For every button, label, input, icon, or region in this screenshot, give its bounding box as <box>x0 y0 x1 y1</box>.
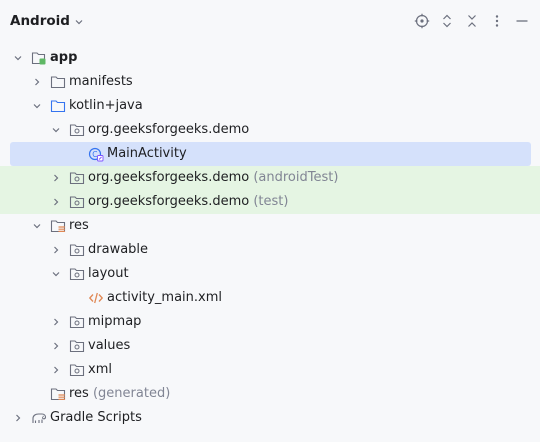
chevron-down-icon[interactable] <box>31 220 43 232</box>
chevron-right-icon[interactable] <box>50 196 62 208</box>
more-options-button[interactable] <box>484 9 509 33</box>
more-options-icon <box>495 15 498 27</box>
package-icon <box>69 122 85 138</box>
tree-node-activity-main-xml[interactable]: activity_main.xml <box>0 286 540 310</box>
chevron-right-icon[interactable] <box>50 316 62 328</box>
view-selector[interactable]: Android <box>10 13 84 29</box>
tree-node-label: MainActivity <box>107 146 187 161</box>
collapse-all-button[interactable] <box>459 9 484 33</box>
expand-all-button[interactable] <box>434 9 459 33</box>
module-folder-icon <box>31 50 47 66</box>
tree-node-res-generated[interactable]: res (generated) <box>0 382 540 406</box>
tree-node-package-main[interactable]: org.geeksforgeeks.demo <box>0 118 540 142</box>
package-icon <box>69 242 85 258</box>
package-name: org.geeksforgeeks.demo <box>88 170 250 185</box>
package-icon <box>69 170 85 186</box>
hide-icon <box>516 20 527 22</box>
tree-node-res[interactable]: res <box>0 214 540 238</box>
chevron-right-icon[interactable] <box>50 244 62 256</box>
source-set-suffix: (test) <box>253 194 289 209</box>
chevron-down-icon[interactable] <box>12 52 24 64</box>
package-icon <box>69 314 85 330</box>
tree-node-main-activity[interactable]: C MainActivity <box>10 142 531 166</box>
folder-name: res <box>69 386 89 401</box>
tree-node-mipmap[interactable]: mipmap <box>0 310 540 334</box>
gradle-elephant-icon <box>31 410 47 426</box>
view-selector-label: Android <box>10 13 70 29</box>
tree-node-label: res (generated) <box>69 386 170 402</box>
project-tree: app manifests kotlin+java org.g <box>0 46 540 430</box>
chevron-right-icon[interactable] <box>31 76 43 88</box>
resources-folder-icon <box>50 218 66 234</box>
tree-node-label: values <box>88 338 131 353</box>
hide-panel-button[interactable] <box>509 9 534 33</box>
tree-node-label: manifests <box>69 74 133 89</box>
package-icon <box>69 338 85 354</box>
package-icon <box>69 194 85 210</box>
collapse-all-icon <box>467 15 476 27</box>
source-folder-icon <box>50 98 66 114</box>
source-set-suffix: (androidTest) <box>253 170 339 185</box>
tree-node-layout[interactable]: layout <box>0 262 540 286</box>
folder-icon <box>50 74 66 90</box>
package-icon <box>69 362 85 378</box>
tree-node-app[interactable]: app <box>0 46 540 70</box>
chevron-right-icon[interactable] <box>50 172 62 184</box>
tree-node-package-test[interactable]: org.geeksforgeeks.demo (test) <box>0 190 540 214</box>
kotlin-class-icon: C <box>88 146 104 162</box>
tree-node-label: activity_main.xml <box>107 290 223 305</box>
expand-all-icon <box>442 14 451 28</box>
tree-node-kotlin-java[interactable]: kotlin+java <box>0 94 540 118</box>
chevron-right-icon[interactable] <box>50 364 62 376</box>
tree-node-label: res <box>69 218 89 233</box>
package-name: org.geeksforgeeks.demo <box>88 194 250 209</box>
select-opened-file-button[interactable] <box>409 9 434 33</box>
chevron-down-icon[interactable] <box>50 124 62 136</box>
xml-file-icon <box>88 290 104 306</box>
resources-folder-icon <box>50 386 66 402</box>
tree-node-label: layout <box>88 266 129 281</box>
chevron-right-icon[interactable] <box>12 412 24 424</box>
chevron-right-icon[interactable] <box>50 340 62 352</box>
tree-node-label: app <box>50 50 78 65</box>
tree-node-label: xml <box>88 362 112 377</box>
tree-node-package-android-test[interactable]: org.geeksforgeeks.demo (androidTest) <box>0 166 540 190</box>
tree-node-xml[interactable]: xml <box>0 358 540 382</box>
tree-node-drawable[interactable]: drawable <box>0 238 540 262</box>
package-icon <box>69 266 85 282</box>
tree-node-manifests[interactable]: manifests <box>0 70 540 94</box>
target-icon <box>414 13 429 29</box>
project-panel-header: Android <box>0 0 540 42</box>
tree-node-gradle-scripts[interactable]: Gradle Scripts <box>0 406 540 430</box>
tree-node-label: mipmap <box>88 314 142 329</box>
chevron-down-icon[interactable] <box>50 268 62 280</box>
tree-node-label: org.geeksforgeeks.demo (test) <box>88 194 288 210</box>
svg-text:C: C <box>92 150 97 159</box>
tree-node-label: kotlin+java <box>69 98 143 113</box>
tree-node-label: drawable <box>88 242 149 257</box>
tree-node-label: Gradle Scripts <box>50 410 142 425</box>
chevron-down-icon[interactable] <box>31 100 43 112</box>
generated-suffix: (generated) <box>92 386 171 401</box>
chevron-down-icon <box>75 19 83 24</box>
tree-node-values[interactable]: values <box>0 334 540 358</box>
tree-node-label: org.geeksforgeeks.demo (androidTest) <box>88 170 338 186</box>
tree-node-label: org.geeksforgeeks.demo <box>88 122 250 137</box>
panel-toolbar <box>409 9 534 33</box>
